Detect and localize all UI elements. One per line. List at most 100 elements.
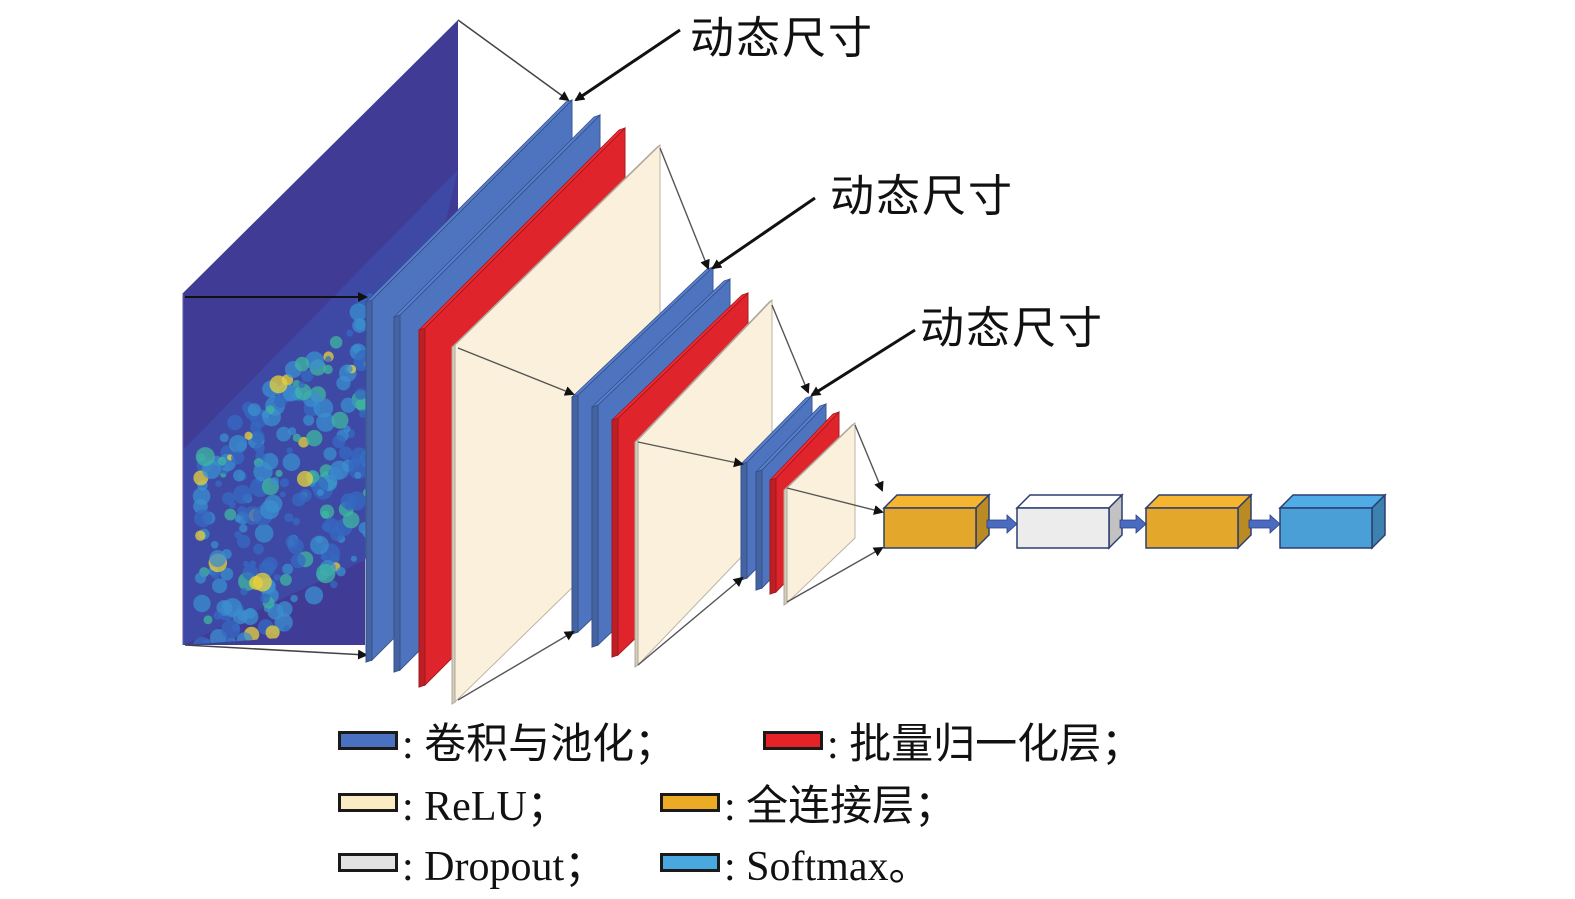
legend-swatch-dropout: [338, 852, 398, 872]
heatmap-blob: [236, 534, 251, 549]
heatmap-blob: [282, 453, 301, 472]
heatmap-blob: [237, 505, 247, 516]
conv-stages: [365, 98, 856, 705]
heatmap-blob: [320, 554, 328, 561]
heatmap-blob: [298, 381, 306, 389]
heatmap-blob: [228, 501, 236, 509]
heatmap-blob: [195, 530, 206, 541]
heatmap-blob: [321, 510, 330, 519]
legend-swatch-batch-norm: [763, 730, 823, 750]
head-block-fully-connected: [1144, 493, 1253, 550]
legend-item-fully-connected: : 全连接层；: [660, 772, 956, 833]
heatmap-blob: [282, 563, 294, 575]
stage-1: [365, 98, 661, 705]
projection-lines-input: [184, 19, 570, 660]
heatmap-blob: [285, 535, 300, 549]
heatmap-blob: [323, 447, 337, 461]
legend-row-1: : 卷积与池化； : 批量归一化层；: [338, 712, 1143, 768]
heatmap-blob: [265, 625, 280, 640]
heatmap-blob: [354, 388, 367, 400]
annotation-dynamic-size-1: 动态尺寸: [690, 13, 874, 64]
heatmap-blob: [233, 469, 246, 482]
heatmap-blob: [355, 398, 369, 412]
flow-arrow: [1248, 514, 1281, 534]
heatmap-blob: [290, 594, 298, 603]
legend-label-conv-pool: : 卷积与池化；: [402, 721, 677, 768]
heatmap-blob: [276, 426, 292, 442]
heatmap-blob: [288, 427, 297, 436]
heatmap-blob: [338, 446, 353, 460]
heatmap-blob: [316, 489, 324, 497]
heatmap-blob: [270, 476, 279, 486]
heatmap-blob: [251, 429, 265, 444]
heatmap-blob: [209, 550, 227, 567]
projection-lines-stage: [457, 147, 884, 701]
flow-arrow: [986, 514, 1018, 534]
heatmap-blob: [193, 594, 211, 613]
stage-2: [571, 265, 773, 668]
heatmap-blob: [282, 384, 300, 402]
heatmap-blob: [342, 511, 360, 529]
legend-item-batch-norm: : 批量归一化层；: [763, 710, 1143, 771]
heatmap-blob: [199, 680, 219, 700]
heatmap-blob: [321, 522, 331, 532]
heatmap-blob: [234, 515, 242, 523]
heatmap-blob: [253, 543, 264, 555]
legend-item-softmax: : Softmax。: [660, 832, 931, 893]
heatmap-blob: [254, 523, 274, 543]
heatmap-blob: [243, 560, 250, 567]
heatmap-blob: [296, 470, 314, 487]
legend-item-relu: : ReLU；: [338, 772, 660, 833]
heatmap-blob: [243, 506, 263, 525]
legend-label-relu: : ReLU；: [402, 783, 569, 830]
heatmap-blob: [336, 566, 346, 577]
heatmap-blob: [279, 573, 292, 586]
heatmap-blob: [261, 410, 270, 419]
heatmap-blob: [213, 611, 223, 620]
heatmap-blob: [329, 336, 343, 349]
legend-label-batch-norm: : 批量归一化层；: [827, 721, 1144, 768]
legend-swatch-conv-pool: [338, 730, 398, 750]
heatmap-blob: [215, 480, 222, 488]
heatmap-blob: [225, 657, 242, 674]
annotation-arrows: [574, 28, 916, 397]
heatmap-blob: [224, 508, 237, 521]
heatmap-blob: [253, 462, 273, 482]
legend-row-3: : Dropout； : Softmax。: [338, 834, 931, 890]
heatmap-blob: [343, 425, 351, 433]
heatmap-blob: [218, 660, 231, 673]
stage-3: [740, 394, 856, 606]
heatmap-blob: [315, 536, 323, 544]
heatmap-blob: [239, 524, 248, 533]
heatmap-blob: [336, 376, 351, 391]
heatmap-blob: [295, 383, 312, 401]
heatmap-blob: [195, 447, 215, 467]
heatmap-blob: [346, 329, 354, 337]
heatmap-blob: [232, 668, 245, 681]
heatmap-blob: [306, 430, 323, 447]
heatmap-blob: [340, 397, 356, 413]
legend-swatch-relu: [338, 792, 398, 812]
heatmap-blob: [210, 541, 219, 549]
heatmap-blob: [284, 513, 294, 523]
heatmap-blob: [192, 487, 211, 506]
annotation-dynamic-size-3: 动态尺寸: [920, 303, 1104, 354]
heatmap-blob: [331, 411, 349, 429]
legend-swatch-fully-connected: [660, 792, 720, 812]
heatmap-blob: [354, 471, 362, 479]
heatmap-blob: [292, 517, 300, 526]
heatmap-blob: [332, 434, 346, 449]
heatmap-blob: [329, 460, 349, 480]
heatmap-blob: [227, 414, 243, 431]
heatmap-blob: [291, 492, 306, 507]
heatmap-blob: [304, 586, 324, 605]
heatmap-blob: [212, 578, 228, 594]
heatmap-blob: [260, 593, 271, 604]
head-block-fully-connected: [882, 493, 991, 550]
heatmap-blob: [323, 364, 333, 375]
heatmap-blob: [258, 560, 276, 577]
heatmap-blob: [191, 662, 211, 682]
flow-arrow: [1119, 514, 1147, 534]
heatmap-blob: [217, 456, 227, 466]
